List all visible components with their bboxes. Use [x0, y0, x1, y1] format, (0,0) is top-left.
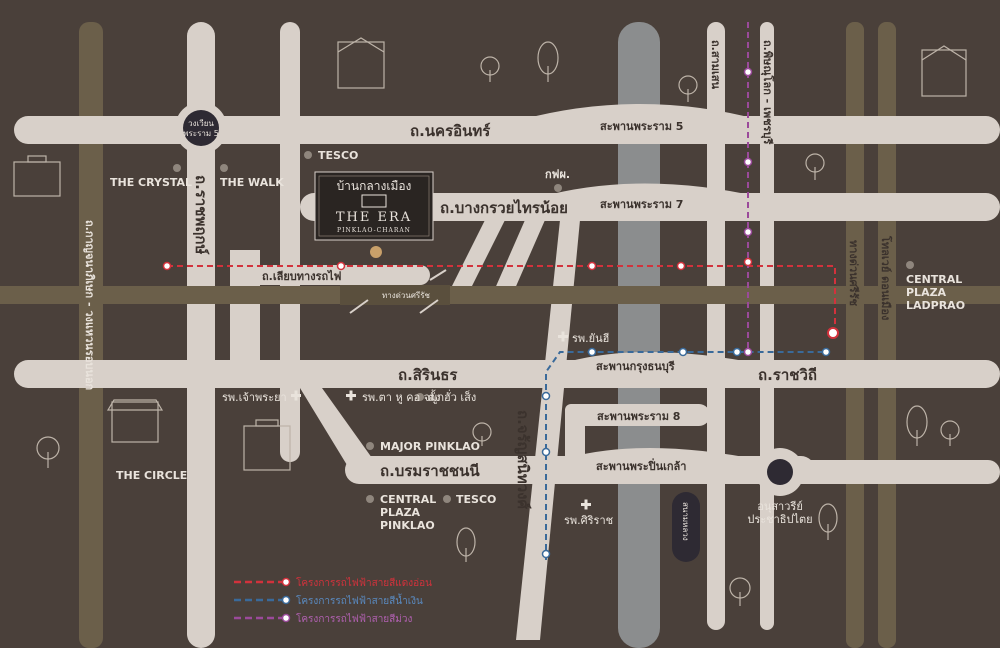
- ratchadamnoen-road: [790, 460, 1000, 484]
- tree-icon: [36, 41, 960, 606]
- hospital-cross-icon: [291, 331, 591, 510]
- red-line-terminal: [827, 327, 839, 339]
- tollway-road: [846, 22, 864, 648]
- legend: โครงการรถไฟฟ้าสายสีแดงอ่อน โครงการรถไฟฟ้…: [234, 576, 432, 625]
- krung-thon-bridge-arc: [560, 352, 760, 388]
- central-ladprao-label: CENTRAL: [906, 273, 962, 286]
- central-pinklao-label: CENTRAL: [380, 493, 436, 506]
- sirindhorn-road: [14, 360, 1000, 388]
- ratchaphruek-road: [187, 22, 215, 648]
- ent-hosp-label: รพ.ตา หู คอ จมูก: [362, 391, 444, 404]
- rama7-bridge-label: สะพานพระราม 7: [600, 198, 683, 211]
- red-line-route: [167, 265, 836, 332]
- sanam-luang-label: สนามหลวง: [681, 502, 690, 541]
- legend-red: โครงการรถไฟฟ้าสายสีแดงอ่อน: [296, 576, 432, 589]
- sieb-rot-fai-label: ถ.เลียบทางรถไฟ: [262, 269, 342, 283]
- circle-label: THE CIRCLE: [116, 469, 187, 482]
- project-logo-mark: [361, 194, 387, 208]
- roundabout-label-2: พระราม 5: [183, 129, 219, 138]
- legend-blue: โครงการรถไฟฟ้าสายสีน้ำเงิน: [296, 593, 423, 607]
- red-stations: [162, 257, 753, 271]
- ratchaphruek-label: ถ.ราชพฤกษ์: [192, 175, 210, 255]
- samsen-label: ถ.สามเสน: [709, 40, 722, 89]
- bang-kruai-label: ถ.บางกรวยไทรน้อย: [440, 198, 568, 217]
- democracy-label-2: ประชาธิปไตย: [747, 513, 812, 526]
- central-pinklao-label-3: PINKLAO: [380, 519, 435, 532]
- building-icon: [13, 37, 967, 471]
- kanchanaphisek-label: ถ.กาญจนาภิเษก - วงแหวนรอบนอก: [83, 220, 96, 391]
- pinklao-bridge-arc: [560, 448, 760, 484]
- expressway-label: ทางด่วนศรีรัช: [382, 291, 431, 300]
- chao-phraya-river: [618, 22, 660, 648]
- walk-label: THE WALK: [220, 176, 284, 189]
- tesco-top-label: TESCO: [318, 149, 358, 162]
- yanhee-label: รพ.ยันฮี: [572, 332, 609, 345]
- ladprao-label: ทางด่วนศรีรัช: [847, 240, 860, 306]
- sanam-luang-marker: [672, 492, 700, 562]
- nakhon-in-road: [14, 116, 1000, 144]
- project-sub: PINKLAO-CHARAN: [337, 227, 411, 234]
- project-box[interactable]: [314, 171, 434, 241]
- phitsanulok-label: ถ.พิษณุโลก - เพชรบุรี: [760, 40, 775, 144]
- rama8-label: สะพานพระราม 8: [597, 410, 680, 423]
- rama8-vertical: [565, 404, 585, 464]
- rama7-bridge-arc: [540, 183, 760, 221]
- purple-stations: [743, 67, 753, 357]
- project-brand: THE ERA: [336, 210, 412, 225]
- project-thai-name: บ้านกลางเมือง: [337, 179, 412, 193]
- expressway-band: [0, 286, 1000, 304]
- charan-sanit-wong-road: [516, 220, 580, 640]
- central-pinklao-label-2: PLAZA: [380, 506, 421, 519]
- siriraj-label: รพ.ศิริราช: [564, 514, 613, 527]
- rama8-road: [565, 404, 710, 426]
- democracy-label-1: อนุสาวรีย์: [757, 500, 803, 513]
- blue-line-route: [545, 351, 826, 560]
- sieb-rot-fai-road: [230, 265, 430, 285]
- tang-hua-seng-label: ตั้ง ฮั่ว เส็ง: [428, 389, 476, 404]
- chaophraya-hosp-label: รพ.เจ้าพระยา: [222, 391, 287, 404]
- tollway-road-2: [878, 22, 896, 648]
- roundabout-label-1: วงเวียน: [188, 119, 214, 128]
- connector-road-2: [490, 220, 545, 300]
- tollway-label: โทลเวย์ ดอนเมือง: [879, 235, 893, 320]
- expressway-marker: [349, 299, 369, 314]
- expressway-marker-2: [419, 299, 439, 314]
- major-label: MAJOR PINKLAO: [380, 440, 480, 453]
- connector-road-1: [450, 220, 505, 290]
- nakhon-in-label: ถ.นครอินทร์: [410, 122, 491, 140]
- tesco-bottom-label: TESCO: [456, 493, 496, 506]
- expressway-marker-3: [361, 269, 379, 281]
- charan-sanit-wong-label: ถ.จรัญสนิทวงศ์: [514, 410, 532, 509]
- borom-label: ถ.บรมราชชนนี: [380, 462, 480, 480]
- rama5-bridge-label: สะพานพระราม 5: [600, 120, 683, 133]
- krung-thon-label: สะพานกรุงธนบุรี: [596, 360, 675, 374]
- legend-purple: โครงการรถไฟฟ้าสายสีม่วง: [296, 612, 412, 625]
- expressway-marker-4: [429, 269, 447, 281]
- sirindhorn-label: ถ.สิรินธร: [398, 366, 458, 384]
- borom-diagonal: [300, 388, 372, 470]
- rama5-roundabout: [183, 110, 219, 146]
- ratchawithi-label: ถ.ราชวิถี: [758, 366, 817, 384]
- poi-dots: [173, 151, 914, 503]
- pinklao-bridge-label: สะพานพระปิ่นเกล้า: [596, 458, 686, 473]
- blue-stations: [541, 347, 831, 559]
- kanchanaphisek-road: [79, 22, 103, 648]
- democracy-monument: [767, 459, 793, 485]
- central-ladprao-label-2: PLAZA: [906, 286, 947, 299]
- project-box-inner: [318, 175, 430, 237]
- rama5-bridge-arc: [520, 104, 760, 144]
- central-ladprao-label-3: LADPRAO: [906, 299, 965, 312]
- egat-label: กฟผ.: [545, 168, 570, 181]
- crystal-label: THE CRYSTAL: [110, 176, 192, 189]
- project-pin[interactable]: [370, 246, 382, 258]
